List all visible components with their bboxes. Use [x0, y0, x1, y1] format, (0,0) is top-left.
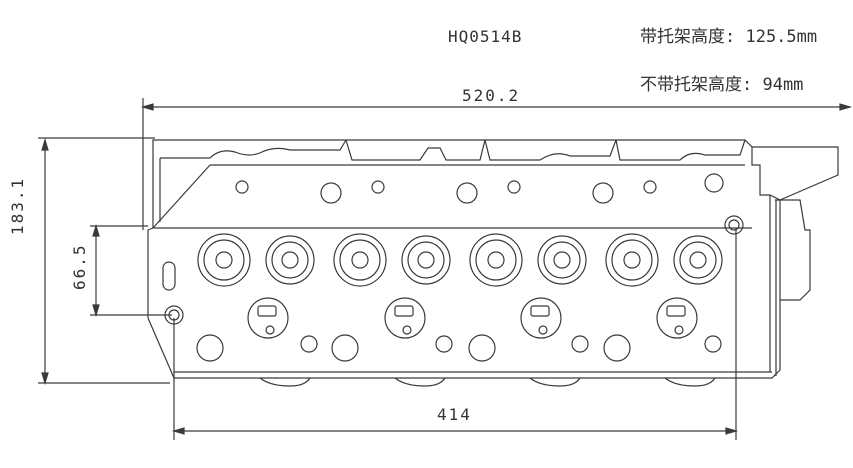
dowel-holes — [165, 216, 743, 324]
cylinder-2-ports — [334, 234, 450, 286]
part-number-label: HQ0514B — [448, 27, 523, 46]
bottom-length-value: 414 — [437, 405, 472, 424]
dimension-overall-length — [143, 98, 850, 230]
lower-holes — [197, 335, 721, 361]
dimension-overall-height — [38, 138, 170, 383]
injector-bosses — [248, 298, 697, 338]
height-with-bracket-label: 带托架高度: 125.5mm — [640, 27, 818, 47]
upper-holes — [236, 174, 723, 203]
overall-length-value: 520.2 — [462, 86, 521, 105]
valve-ports — [198, 234, 722, 286]
deck-height-value: 66.5 — [70, 243, 89, 290]
overall-height-value: 183.1 — [8, 176, 27, 235]
cylinder-3-ports — [470, 234, 586, 286]
dimension-bottom-length — [174, 228, 736, 440]
head-body-outline — [148, 140, 838, 386]
height-without-bracket-label: 不带托架高度: 94mm — [640, 75, 804, 95]
dimension-deck-height — [90, 226, 172, 315]
cylinder-4-ports — [606, 234, 722, 286]
cylinder-1-ports — [198, 234, 314, 286]
